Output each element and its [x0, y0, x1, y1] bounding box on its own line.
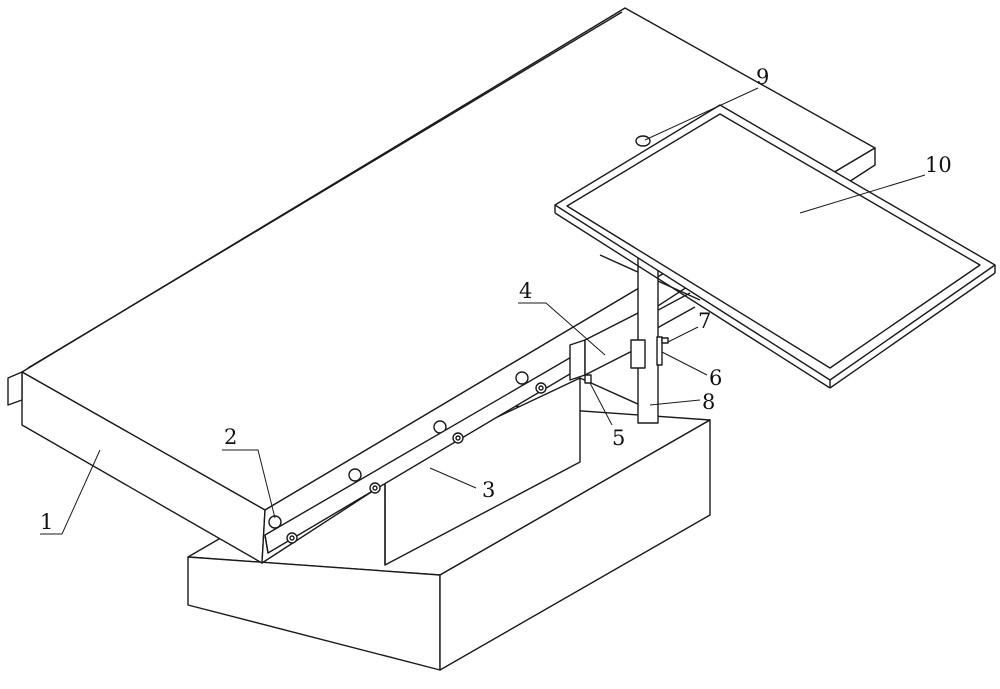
- label-6: 6: [709, 366, 722, 390]
- support-pole: [630, 227, 669, 424]
- support-column: [384, 377, 641, 566]
- label-2: 2: [224, 425, 237, 449]
- label-1: 1: [40, 510, 53, 534]
- leader-lines: [40, 87, 926, 535]
- tray: [554, 104, 996, 389]
- label-10: 10: [925, 153, 952, 177]
- label-5: 5: [612, 426, 625, 450]
- label-7: 7: [698, 309, 711, 333]
- label-3: 3: [482, 478, 495, 502]
- label-4: 4: [519, 279, 532, 303]
- label-8: 8: [702, 390, 715, 414]
- label-9: 9: [756, 65, 769, 89]
